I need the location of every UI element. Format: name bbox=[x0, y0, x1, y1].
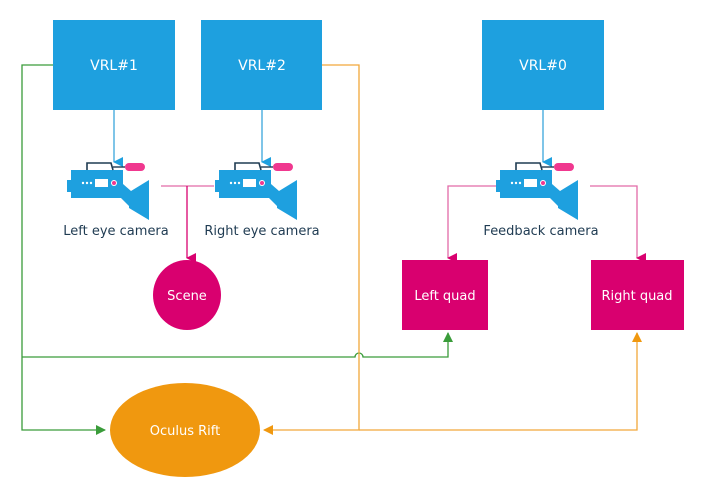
edge-vrl2-to-oculus bbox=[263, 64, 360, 435]
node-vrl0-label: VRL#0 bbox=[519, 58, 567, 74]
scene-label: Scene bbox=[167, 289, 207, 304]
node-vrl2[interactable]: VRL#2 bbox=[201, 20, 322, 110]
node-scene[interactable]: Scene bbox=[153, 260, 221, 330]
right-quad-label: Right quad bbox=[601, 289, 672, 304]
node-right-eye-camera[interactable]: Right eye camera bbox=[204, 162, 320, 239]
node-left-eye-camera[interactable]: Left eye camera bbox=[63, 162, 169, 239]
right-eye-camera-label: Right eye camera bbox=[204, 224, 319, 239]
node-right-quad[interactable]: Right quad bbox=[591, 260, 684, 330]
edge-vrl1-to-left-quad bbox=[22, 332, 453, 358]
left-quad-label: Left quad bbox=[414, 289, 475, 304]
edge-feedback-to-left-quad bbox=[447, 185, 496, 263]
node-feedback-camera[interactable]: Feedback camera bbox=[483, 162, 599, 239]
node-vrl0[interactable]: VRL#0 bbox=[482, 20, 604, 110]
edge-vrl2-to-right-quad bbox=[359, 332, 642, 431]
node-vrl1-label: VRL#1 bbox=[90, 58, 138, 74]
feedback-camera-label: Feedback camera bbox=[483, 224, 598, 239]
oculus-rift-label: Oculus Rift bbox=[150, 424, 220, 439]
node-oculus-rift[interactable]: Oculus Rift bbox=[110, 383, 260, 477]
video-camera-icon bbox=[495, 162, 579, 221]
video-camera-icon bbox=[214, 162, 298, 221]
node-vrl2-label: VRL#2 bbox=[238, 58, 286, 74]
edge-feedback-to-right-quad bbox=[590, 185, 646, 263]
node-left-quad[interactable]: Left quad bbox=[402, 260, 488, 330]
left-eye-camera-label: Left eye camera bbox=[63, 224, 169, 239]
video-camera-icon bbox=[66, 162, 150, 221]
node-vrl1[interactable]: VRL#1 bbox=[53, 20, 175, 110]
edge-vrl1-to-oculus bbox=[21, 64, 106, 435]
